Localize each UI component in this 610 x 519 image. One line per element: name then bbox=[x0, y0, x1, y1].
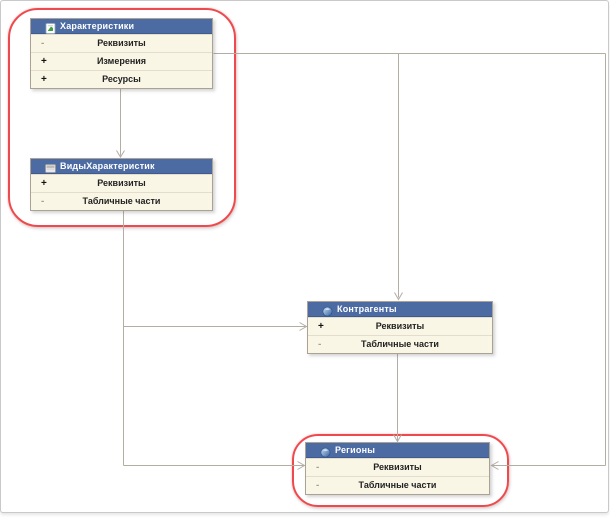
row-expander[interactable]: - bbox=[316, 462, 320, 473]
entity-title: Регионы bbox=[335, 445, 376, 455]
row-label: Табличные части bbox=[358, 480, 437, 490]
entity-box-regiony[interactable]: Регионы - Реквизиты - Табличные части bbox=[305, 442, 490, 495]
entity-row[interactable]: + Ресурсы bbox=[31, 70, 212, 88]
highlight-regions-box bbox=[292, 434, 509, 507]
row-expander[interactable]: - bbox=[41, 38, 45, 49]
entity-row[interactable]: + Реквизиты bbox=[31, 174, 212, 192]
row-label: Реквизиты bbox=[375, 321, 425, 331]
arrow-down-vidy bbox=[116, 150, 125, 158]
entity-header[interactable]: ВидыХарактеристик bbox=[31, 159, 212, 174]
entity-header[interactable]: Контрагенты bbox=[308, 302, 492, 317]
row-label: Измерения bbox=[96, 56, 147, 66]
arrow-down-kontragenty bbox=[394, 292, 403, 301]
row-label: Ресурсы bbox=[102, 74, 141, 84]
row-label: Реквизиты bbox=[373, 462, 422, 472]
catalog-blue-icon bbox=[320, 445, 331, 457]
row-label: Табличные части bbox=[361, 339, 439, 349]
entity-row[interactable]: + Реквизиты bbox=[308, 317, 492, 335]
row-label: Реквизиты bbox=[97, 178, 146, 188]
table-gray-icon bbox=[45, 161, 56, 173]
entity-box-kontragenty[interactable]: Контрагенты + Реквизиты - Табличные част… bbox=[307, 301, 493, 354]
row-expander[interactable]: + bbox=[41, 56, 47, 67]
entity-box-characteristics[interactable]: Характеристики - Реквизиты + Измерения +… bbox=[30, 18, 213, 89]
row-expander[interactable]: - bbox=[318, 339, 322, 350]
arrow-right-kontragenty bbox=[299, 322, 308, 331]
entity-header[interactable]: Регионы bbox=[306, 443, 489, 458]
row-expander[interactable]: - bbox=[316, 480, 320, 491]
highlight-characteristics-group bbox=[8, 8, 236, 227]
entity-row[interactable]: - Реквизиты bbox=[306, 458, 489, 476]
entity-row[interactable]: + Измерения bbox=[31, 52, 212, 70]
entity-row[interactable]: - Табличные части bbox=[31, 192, 212, 210]
row-label: Табличные части bbox=[82, 196, 161, 206]
row-expander[interactable]: + bbox=[318, 321, 324, 332]
entity-header[interactable]: Характеристики bbox=[31, 19, 212, 34]
row-expander[interactable]: - bbox=[41, 196, 45, 207]
entity-title: Контрагенты bbox=[337, 304, 397, 314]
row-expander[interactable]: + bbox=[41, 178, 47, 189]
entity-title: ВидыХарактеристик bbox=[60, 161, 155, 171]
entity-row[interactable]: - Табличные части bbox=[306, 476, 489, 494]
arrow-right-regiony bbox=[297, 461, 306, 470]
chart-of-characteristic-types-icon bbox=[45, 21, 56, 34]
catalog-blue-icon bbox=[322, 304, 333, 316]
entity-title: Характеристики bbox=[60, 21, 135, 31]
entity-row[interactable]: - Табличные части bbox=[308, 335, 492, 353]
arrow-down-regiony bbox=[393, 434, 402, 443]
entity-row[interactable]: - Реквизиты bbox=[31, 34, 212, 52]
row-expander[interactable]: + bbox=[41, 74, 47, 85]
entity-box-vidy-characteristic[interactable]: ВидыХарактеристик + Реквизиты - Табличны… bbox=[30, 158, 213, 211]
arrow-left-regiony bbox=[490, 461, 499, 470]
row-label: Реквизиты bbox=[97, 38, 146, 48]
